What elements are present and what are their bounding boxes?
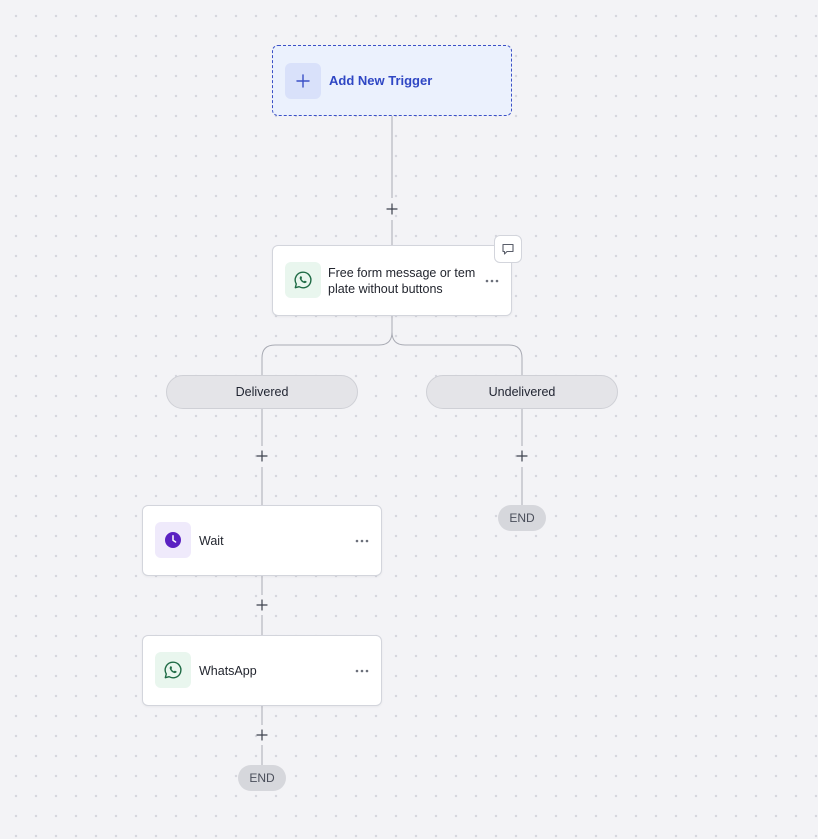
- trigger-label: Add New Trigger: [329, 73, 433, 88]
- free-form-message-node[interactable]: Free form message or tem plate without b…: [272, 245, 512, 316]
- plus-icon: [285, 63, 321, 99]
- more-horizontal-icon: [485, 279, 499, 283]
- end-marker-delivered: END: [238, 765, 286, 791]
- more-options-button[interactable]: [353, 662, 371, 680]
- branch-delivered[interactable]: Delivered: [166, 375, 358, 409]
- add-comment-button[interactable]: [494, 235, 522, 263]
- branch-delivered-label: Delivered: [235, 385, 289, 399]
- clock-icon: [155, 522, 191, 558]
- whatsapp-icon: [285, 262, 321, 298]
- add-step-button[interactable]: [253, 596, 271, 614]
- add-new-trigger-node[interactable]: Add New Trigger: [272, 45, 512, 116]
- plus-icon: [256, 599, 268, 611]
- message-node-label-line2: plate without buttons: [328, 282, 443, 296]
- add-step-button[interactable]: [253, 726, 271, 744]
- plus-icon: [256, 450, 268, 462]
- whatsapp-icon: [155, 652, 191, 688]
- end-marker-undelivered: END: [498, 505, 546, 531]
- wait-node[interactable]: Wait: [142, 505, 382, 576]
- message-node-label-line1: Free form message or tem: [328, 266, 476, 280]
- comment-icon: [502, 243, 514, 255]
- add-step-button[interactable]: [253, 447, 271, 465]
- more-options-button[interactable]: [353, 532, 371, 550]
- whatsapp-node[interactable]: WhatsApp: [142, 635, 382, 706]
- plus-icon: [256, 729, 268, 741]
- end-label: END: [249, 771, 275, 785]
- wait-node-label: Wait: [199, 534, 224, 548]
- branch-undelivered[interactable]: Undelivered: [426, 375, 618, 409]
- more-options-button[interactable]: [483, 272, 501, 290]
- more-horizontal-icon: [355, 539, 369, 543]
- add-step-button[interactable]: [383, 200, 401, 218]
- end-label: END: [509, 511, 535, 525]
- add-step-button[interactable]: [513, 447, 531, 465]
- message-node-label: Free form message or tem plate without b…: [328, 265, 475, 297]
- branch-undelivered-label: Undelivered: [488, 385, 556, 399]
- more-horizontal-icon: [355, 669, 369, 673]
- plus-icon: [516, 450, 528, 462]
- whatsapp-node-label: WhatsApp: [199, 664, 257, 678]
- plus-icon: [386, 203, 398, 215]
